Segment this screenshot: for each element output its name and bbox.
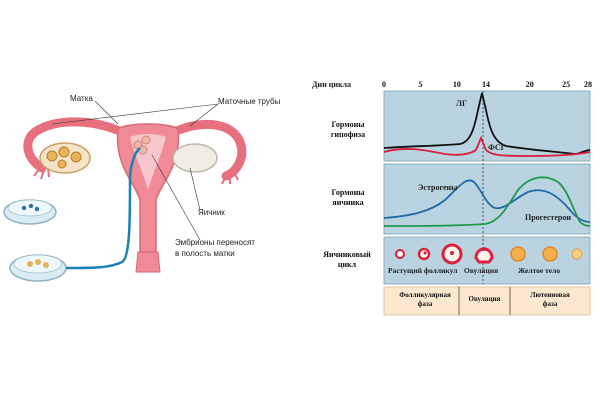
corpus-luteum-3 bbox=[572, 249, 582, 259]
estrogen-label: Эстрогены bbox=[418, 183, 457, 192]
follicle-stage-1 bbox=[396, 250, 404, 258]
progesterone-label: Прогестерон bbox=[525, 213, 571, 222]
ovulation-stage-label: Овуляция bbox=[464, 266, 498, 275]
follicular-phase-line1: Фолликулярная bbox=[392, 291, 458, 300]
fsh-label: ФСГ bbox=[488, 143, 506, 152]
ovulation-phase-text: Овуляция bbox=[459, 295, 510, 304]
luteal-phase-label: Лютеиновая фаза bbox=[512, 291, 588, 309]
lh-label: ЛГ bbox=[456, 99, 467, 108]
corpus-luteum-label: Желтое тело bbox=[518, 266, 560, 275]
growing-follicle-label: Растущий фолликул bbox=[388, 266, 457, 275]
corpus-luteum-2 bbox=[543, 247, 557, 261]
corpus-luteum-1 bbox=[511, 247, 525, 261]
luteal-phase-line1: Лютеиновая bbox=[512, 291, 588, 300]
luteal-phase-line2: фаза bbox=[512, 300, 588, 309]
follicular-phase-label: Фолликулярная фаза bbox=[392, 291, 458, 309]
ovulation-phase-label: Овуляция bbox=[459, 295, 510, 304]
follicular-phase-line2: фаза bbox=[392, 300, 458, 309]
